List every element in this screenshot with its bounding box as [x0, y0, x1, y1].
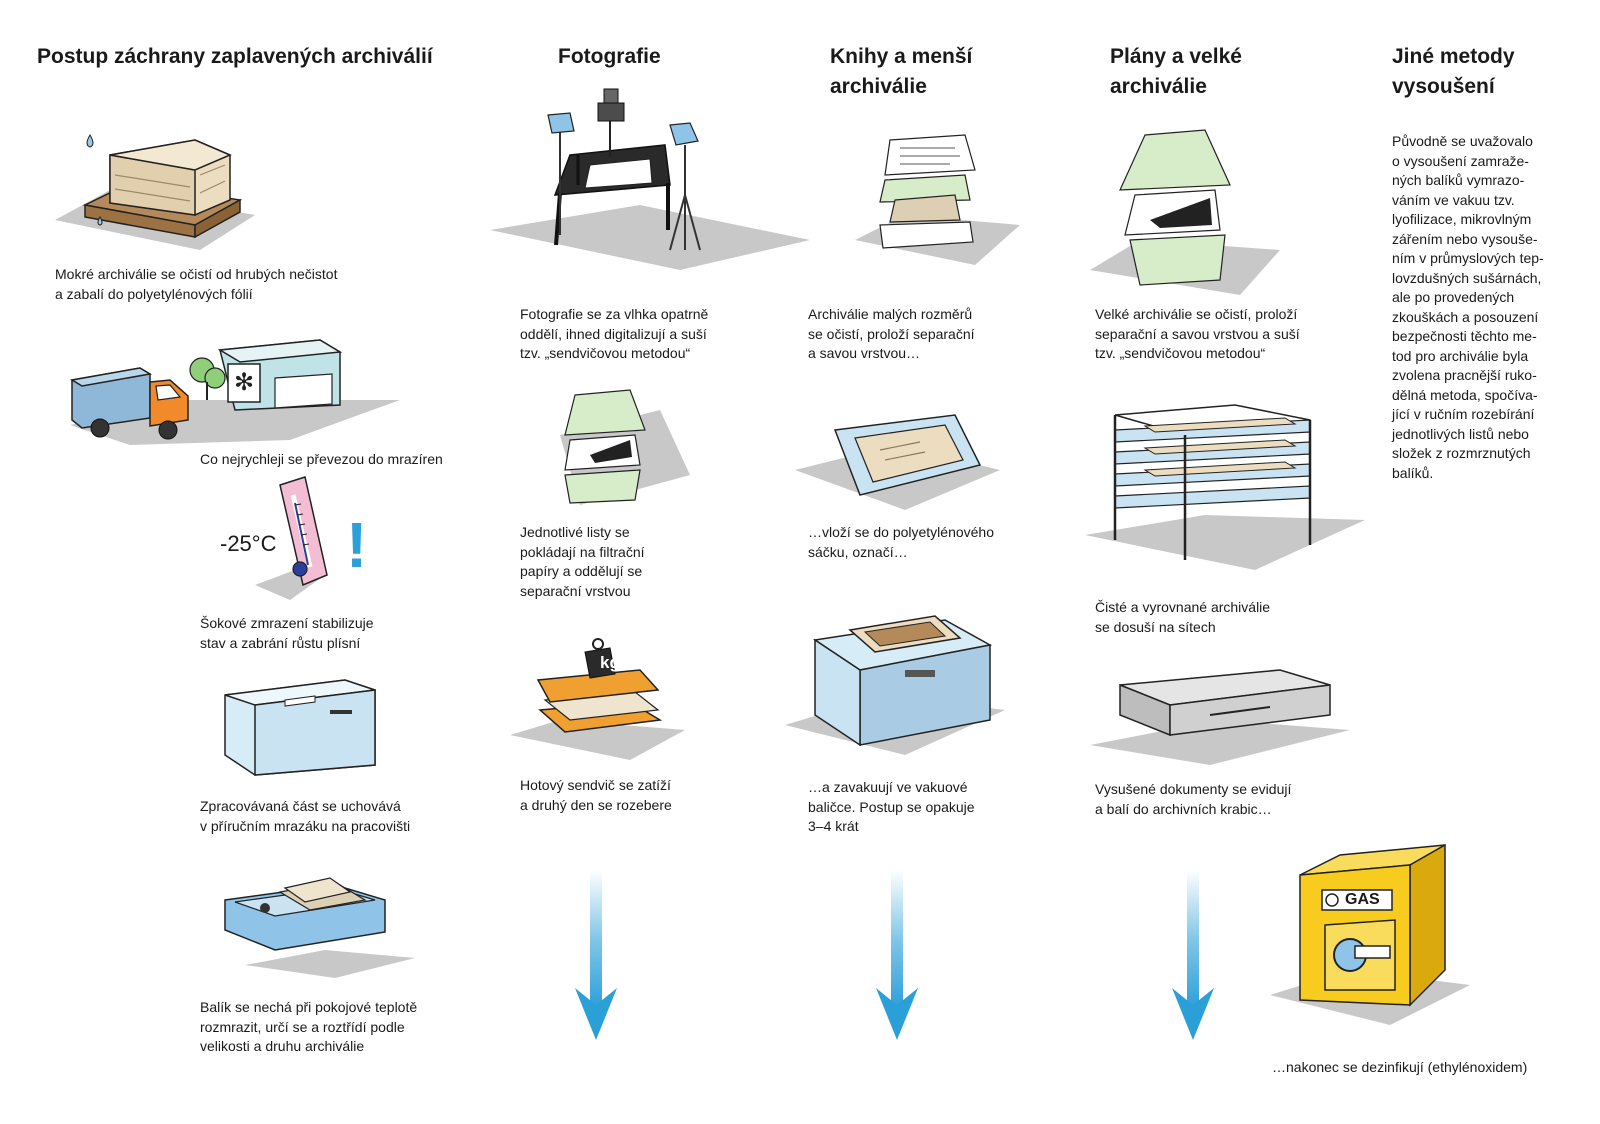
drying-racks-illustration — [1085, 404, 1365, 570]
photos-step1-text: Fotografie se za vlhka opatrně oddělí, i… — [520, 306, 709, 361]
archive-box-illustration — [1090, 669, 1350, 765]
photos-heading: Fotografie — [558, 45, 661, 68]
polyethylene-bag-illustration — [795, 414, 1000, 510]
books-heading: Knihy a menší archiválie — [830, 45, 973, 98]
plans-heading: Plány a velké archiválie — [1110, 45, 1242, 98]
books-down-arrow — [876, 870, 918, 1040]
other-methods-text: Původně se uvažovalo o vysoušení zamraže… — [1392, 133, 1544, 481]
gas-label: GAS — [1345, 891, 1380, 908]
truck-to-freezer-illustration: ✻ — [69, 339, 400, 445]
temperature-label: -25°C — [220, 531, 277, 556]
wet-archives-pallet-illustration — [55, 134, 255, 250]
gas-disinfection-chamber-illustration — [1270, 843, 1470, 1025]
exclamation-mark: ! — [346, 509, 368, 581]
photo-filter-layers-illustration — [560, 389, 690, 505]
photos-down-arrow — [575, 870, 617, 1040]
weighted-sandwich-illustration — [510, 638, 685, 760]
other-heading: Jiné metody vysoušení — [1392, 45, 1515, 98]
weight-label: kg — [600, 653, 620, 672]
step-wash-text: Mokré archiválie se očistí od hrubých ne… — [55, 266, 338, 302]
book-layers-illustration — [855, 134, 1020, 265]
main-heading: Postup záchrany zaplavených archiválií — [37, 45, 433, 68]
photos-step2-text: Jednotlivé listy se pokládají na filtrač… — [520, 524, 645, 599]
step-freeze-text: Šokové zmrazení stabilizuje stav a zabrá… — [200, 615, 374, 651]
step-freezer-text: Zpracovávaná část se uchovává v příruční… — [200, 798, 411, 834]
svg-text:✻: ✻ — [234, 368, 254, 396]
plans-step1-text: Velké archiválie se očistí, proloží sepa… — [1095, 306, 1300, 361]
step-thaw-text: Balík se nechá při pokojové teplotě rozm… — [200, 999, 418, 1054]
plans-step3-text: Vysušené dokumenty se evidují a balí do … — [1095, 781, 1292, 817]
thermometer-illustration — [255, 476, 328, 600]
photo-digitization-stand-illustration — [490, 88, 810, 270]
freezer-chest-illustration — [224, 679, 376, 776]
books-step2-text: …vloží se do polyetylénového sáčku, ozna… — [808, 524, 994, 560]
plans-down-arrow — [1172, 870, 1214, 1040]
vacuum-sealer-illustration — [785, 615, 1005, 755]
photos-step3-text: Hotový sendvič se zatíží a druhý den se … — [520, 777, 672, 813]
books-step1-text: Archiválie malých rozměrů se očistí, pro… — [808, 306, 975, 361]
final-step-text: …nakonec se dezinfikují (ethylénoxidem) — [1272, 1059, 1528, 1075]
step-transport-text: Co nejrychleji se převezou do mrazíren — [200, 451, 443, 467]
plans-step2-text: Čisté a vyrovnané archiválie se dosuší n… — [1095, 599, 1271, 635]
thaw-tray-illustration — [224, 877, 415, 978]
plans-layers-illustration — [1090, 129, 1280, 295]
books-step3-text: …a zavakuují ve vakuové baličce. Postup … — [808, 779, 975, 834]
